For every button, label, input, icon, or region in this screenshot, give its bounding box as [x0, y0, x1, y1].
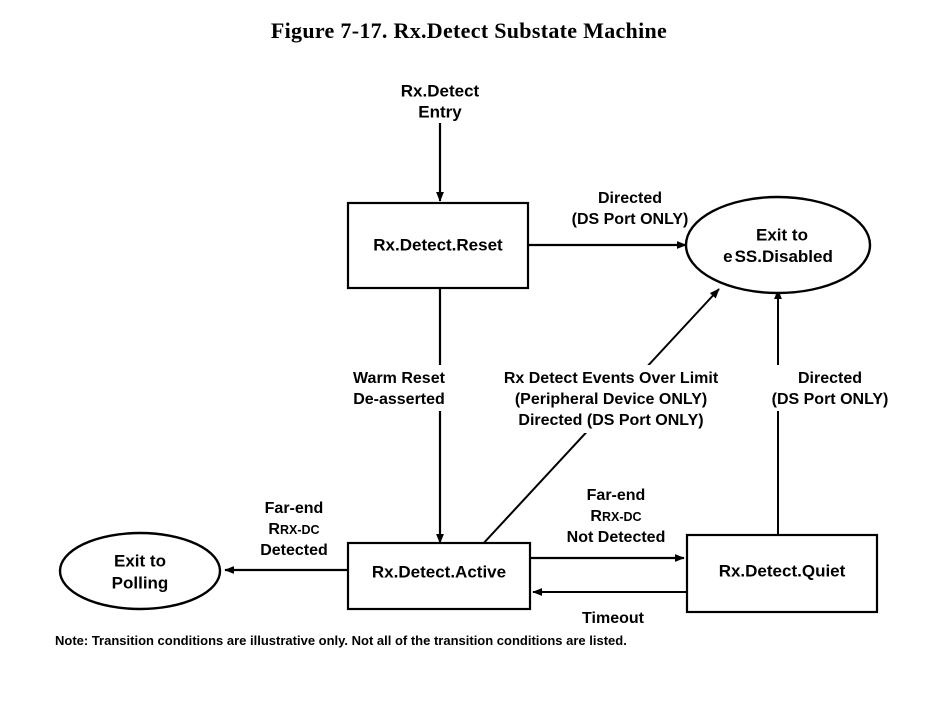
- node-exit-to-ess-disabled-ellipse[interactable]: [684, 195, 872, 295]
- node-ess-prefix: e: [723, 247, 732, 266]
- node-rx-detect-active-label: Rx.Detect.Active: [372, 562, 506, 581]
- node-rx-detect-reset-box[interactable]: [346, 201, 530, 290]
- node-rx-detect-quiet[interactable]: Rx.Detect.Quiet: [685, 533, 879, 614]
- edge-label-active-to-polling: Far-end RRX-DC Detected: [260, 500, 328, 559]
- edge-label-reset-to-active: Warm Reset De-asserted: [330, 365, 465, 411]
- node-exit-to-polling-ellipse[interactable]: [58, 531, 222, 611]
- edge-label-active-to-polling-line1: Far-end: [265, 500, 324, 517]
- node-rx-detect-reset-label: Rx.Detect.Reset: [373, 235, 503, 254]
- node-rx-detect-quiet-label: Rx.Detect.Quiet: [719, 561, 846, 580]
- node-exit-to-ess-disabled-line1: Exit to: [756, 225, 808, 244]
- figure-footnote: Note: Transition conditions are illustra…: [55, 633, 627, 648]
- rrxdc-main-mid: R: [590, 508, 602, 525]
- edge-label-reset-to-disabled-line1: Directed: [598, 190, 662, 207]
- rrxdc-main-left: R: [268, 521, 280, 538]
- edge-label-active-to-disabled: Rx Detect Events Over Limit (Peripheral …: [484, 365, 739, 433]
- node-entry: Rx.Detect Entry: [401, 81, 480, 121]
- node-entry-line2: Entry: [418, 102, 462, 121]
- edge-label-reset-to-active-line1: Warm Reset: [353, 370, 446, 387]
- edge-label-active-to-quiet: Far-end RRX-DC Not Detected: [567, 487, 666, 546]
- edge-label-reset-to-disabled-line2: (DS Port ONLY): [572, 211, 689, 228]
- edge-label-quiet-to-disabled-bg: [755, 365, 905, 411]
- node-rx-detect-quiet-box[interactable]: [685, 533, 879, 614]
- node-ess-rest: SS.Disabled: [735, 247, 833, 266]
- edge-label-active-to-quiet-line2: RRX-DC: [590, 508, 641, 525]
- edge-label-quiet-to-disabled-line2: (DS Port ONLY): [772, 391, 889, 408]
- figure-title: Figure 7-17. Rx.Detect Substate Machine: [270, 18, 668, 43]
- rrxdc-sub-mid: RX-DC: [602, 510, 642, 524]
- rrxdc-sub-left: RX-DC: [280, 523, 320, 537]
- edge-label-reset-to-active-bg: [330, 365, 465, 411]
- edge-label-active-to-disabled-line3: Directed (DS Port ONLY): [518, 412, 703, 429]
- edge-label-quiet-to-disabled: Directed (DS Port ONLY): [755, 365, 905, 411]
- edge-label-active-to-quiet-line1: Far-end: [587, 487, 646, 504]
- node-rx-detect-active-box[interactable]: [346, 541, 532, 611]
- node-exit-to-polling-line2: Polling: [112, 573, 169, 592]
- edge-label-active-to-polling-line2: RRX-DC: [268, 521, 319, 538]
- node-exit-to-polling[interactable]: Exit to Polling: [58, 531, 222, 611]
- edge-label-reset-to-disabled: Directed (DS Port ONLY): [572, 190, 689, 228]
- edge-label-quiet-to-disabled-line1: Directed: [798, 370, 862, 387]
- edge-label-active-to-polling-line3: Detected: [260, 542, 328, 559]
- node-rx-detect-active[interactable]: Rx.Detect.Active: [346, 541, 532, 611]
- node-rx-detect-reset[interactable]: Rx.Detect.Reset: [346, 201, 530, 290]
- edge-label-active-to-disabled-line1: Rx Detect Events Over Limit: [504, 370, 719, 387]
- edge-label-quiet-to-active-timeout: Timeout: [582, 610, 645, 627]
- node-exit-to-polling-line1: Exit to: [114, 551, 166, 570]
- edge-label-reset-to-active-line2: De-asserted: [353, 391, 445, 408]
- edge-label-active-to-disabled-line2: (Peripheral Device ONLY): [515, 391, 707, 408]
- edge-label-active-to-quiet-line3: Not Detected: [567, 529, 666, 546]
- node-entry-line1: Rx.Detect: [401, 81, 480, 100]
- edge-label-active-to-disabled-bg: [484, 365, 739, 433]
